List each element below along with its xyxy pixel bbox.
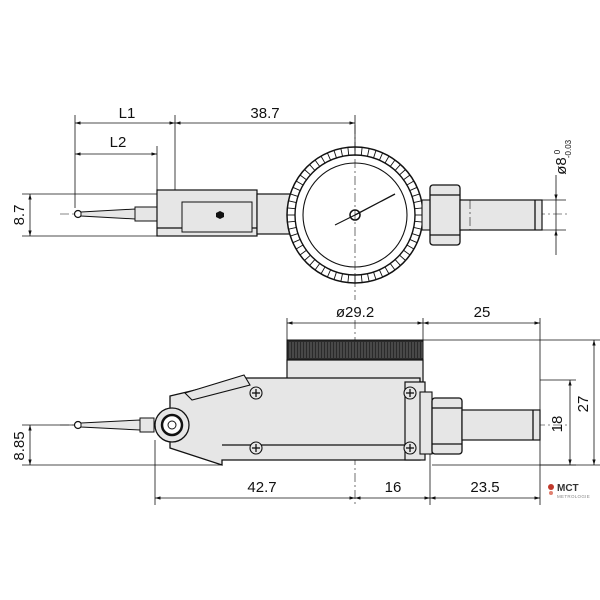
knurl-tick — [340, 148, 343, 157]
dim-23-5-label: 23.5 — [470, 479, 499, 496]
knurl-tick — [389, 263, 396, 271]
knurl-tick — [360, 147, 363, 156]
knurl-tick — [360, 274, 363, 283]
dim-dial-diameter-label: ø29.2 — [336, 304, 374, 321]
housing-screws — [249, 386, 417, 455]
knurl-tick — [314, 263, 321, 271]
logo-subtitle: METROLOGIE — [557, 494, 590, 499]
knurl-tick — [340, 273, 343, 282]
dim-stem-tol-upper: 0 — [553, 149, 562, 154]
mct-logo: MCT METROLOGIE — [548, 483, 590, 499]
knurl-tick — [378, 269, 384, 278]
stylus-holder — [139, 417, 155, 433]
knurl-tick — [288, 200, 297, 203]
knurl-tick — [389, 159, 396, 167]
logo-mark-icon — [548, 484, 554, 490]
knurl-tick — [309, 164, 316, 171]
knurl-tick — [314, 159, 321, 167]
top-view: L1 L2 38.7 8.7 ø8 0 -0.03 — [11, 105, 573, 300]
knurl-tick — [411, 233, 420, 237]
knurl-tick — [394, 164, 401, 171]
knurl-tick — [333, 150, 337, 159]
dim-stem-diameter-label: ø8 — [553, 157, 570, 175]
knurl-tick — [299, 249, 307, 256]
dim-42-7-label: 42.7 — [247, 479, 276, 496]
stylus — [80, 208, 136, 220]
dial-needle-tail — [334, 214, 356, 226]
stem-nut — [431, 397, 463, 455]
dim-l1-label: L1 — [119, 105, 136, 122]
knurl-tick — [320, 155, 326, 164]
knurl-tick — [290, 233, 299, 237]
knurl-tick — [409, 238, 418, 244]
knurl-tick — [347, 274, 350, 283]
knurl-tick — [292, 238, 301, 244]
knurl-tick — [326, 269, 332, 278]
knurl-tick — [290, 193, 299, 197]
dial-rim-knurled — [286, 339, 424, 361]
knurl-tick — [367, 148, 370, 157]
knurl-tick — [292, 186, 301, 192]
knurl-tick — [299, 174, 307, 181]
stylus — [80, 419, 141, 431]
knurl-tick — [295, 180, 304, 186]
knurl-tick — [399, 254, 406, 261]
dim-8-85-label: 8.85 — [11, 431, 28, 460]
knurl-tick — [384, 266, 390, 275]
knurl-tick — [413, 200, 422, 203]
knurl-tick — [309, 259, 316, 266]
knurl-tick — [403, 174, 411, 181]
knurl-tick — [287, 207, 296, 210]
knurl-tick — [406, 244, 415, 250]
knurl-tick — [304, 254, 311, 261]
dial-needle — [354, 193, 396, 216]
hex-screw-icon — [216, 211, 224, 219]
knurl-tick — [287, 220, 296, 223]
knurl-tick — [413, 227, 422, 230]
knurl-tick — [304, 169, 311, 176]
stylus-ball — [73, 209, 83, 219]
stylus-holder — [134, 206, 158, 222]
mounting-stem — [459, 199, 543, 231]
dial-rim-knurl — [289, 342, 423, 358]
knurl-tick — [367, 273, 370, 282]
knurl-tick — [288, 227, 297, 230]
knurl-tick — [378, 152, 384, 161]
stylus-ball — [73, 420, 83, 430]
dim-18-label: 18 — [549, 416, 566, 433]
dim-8-7-label: 8.7 — [11, 205, 28, 226]
knurl-tick — [326, 152, 332, 161]
knurl-tick — [399, 169, 406, 176]
knurl-tick — [403, 249, 411, 256]
knurl-tick — [384, 155, 390, 164]
logo-name: MCT — [557, 483, 579, 494]
knurl-tick — [333, 271, 337, 280]
dial-knurl — [287, 147, 423, 283]
dim-25-label: 25 — [474, 304, 491, 321]
knurl-tick — [414, 207, 423, 210]
knurl-tick — [373, 271, 377, 280]
housing-lever — [183, 374, 251, 401]
dim-16-label: 16 — [385, 479, 402, 496]
knurl-tick — [295, 244, 304, 250]
knurl-tick — [347, 147, 350, 156]
dim-stem-tol-lower: -0.03 — [564, 139, 573, 158]
knurl-tick — [411, 193, 420, 197]
knurl-tick — [320, 266, 326, 275]
dim-l2-label: L2 — [110, 134, 127, 151]
dim-38-7-label: 38.7 — [250, 105, 279, 122]
knurl-tick — [394, 259, 401, 266]
side-view: ø29.2 25 27 18 8.85 42.7 16 23.5 — [11, 304, 600, 505]
housing-body — [169, 377, 421, 466]
stem-nut — [429, 184, 461, 246]
knurl-tick — [409, 186, 418, 192]
dim-27-label: 27 — [575, 396, 592, 413]
mounting-stem — [461, 409, 541, 441]
knurl-tick — [414, 220, 423, 223]
knurl-tick — [406, 180, 415, 186]
knurl-tick — [373, 150, 377, 159]
